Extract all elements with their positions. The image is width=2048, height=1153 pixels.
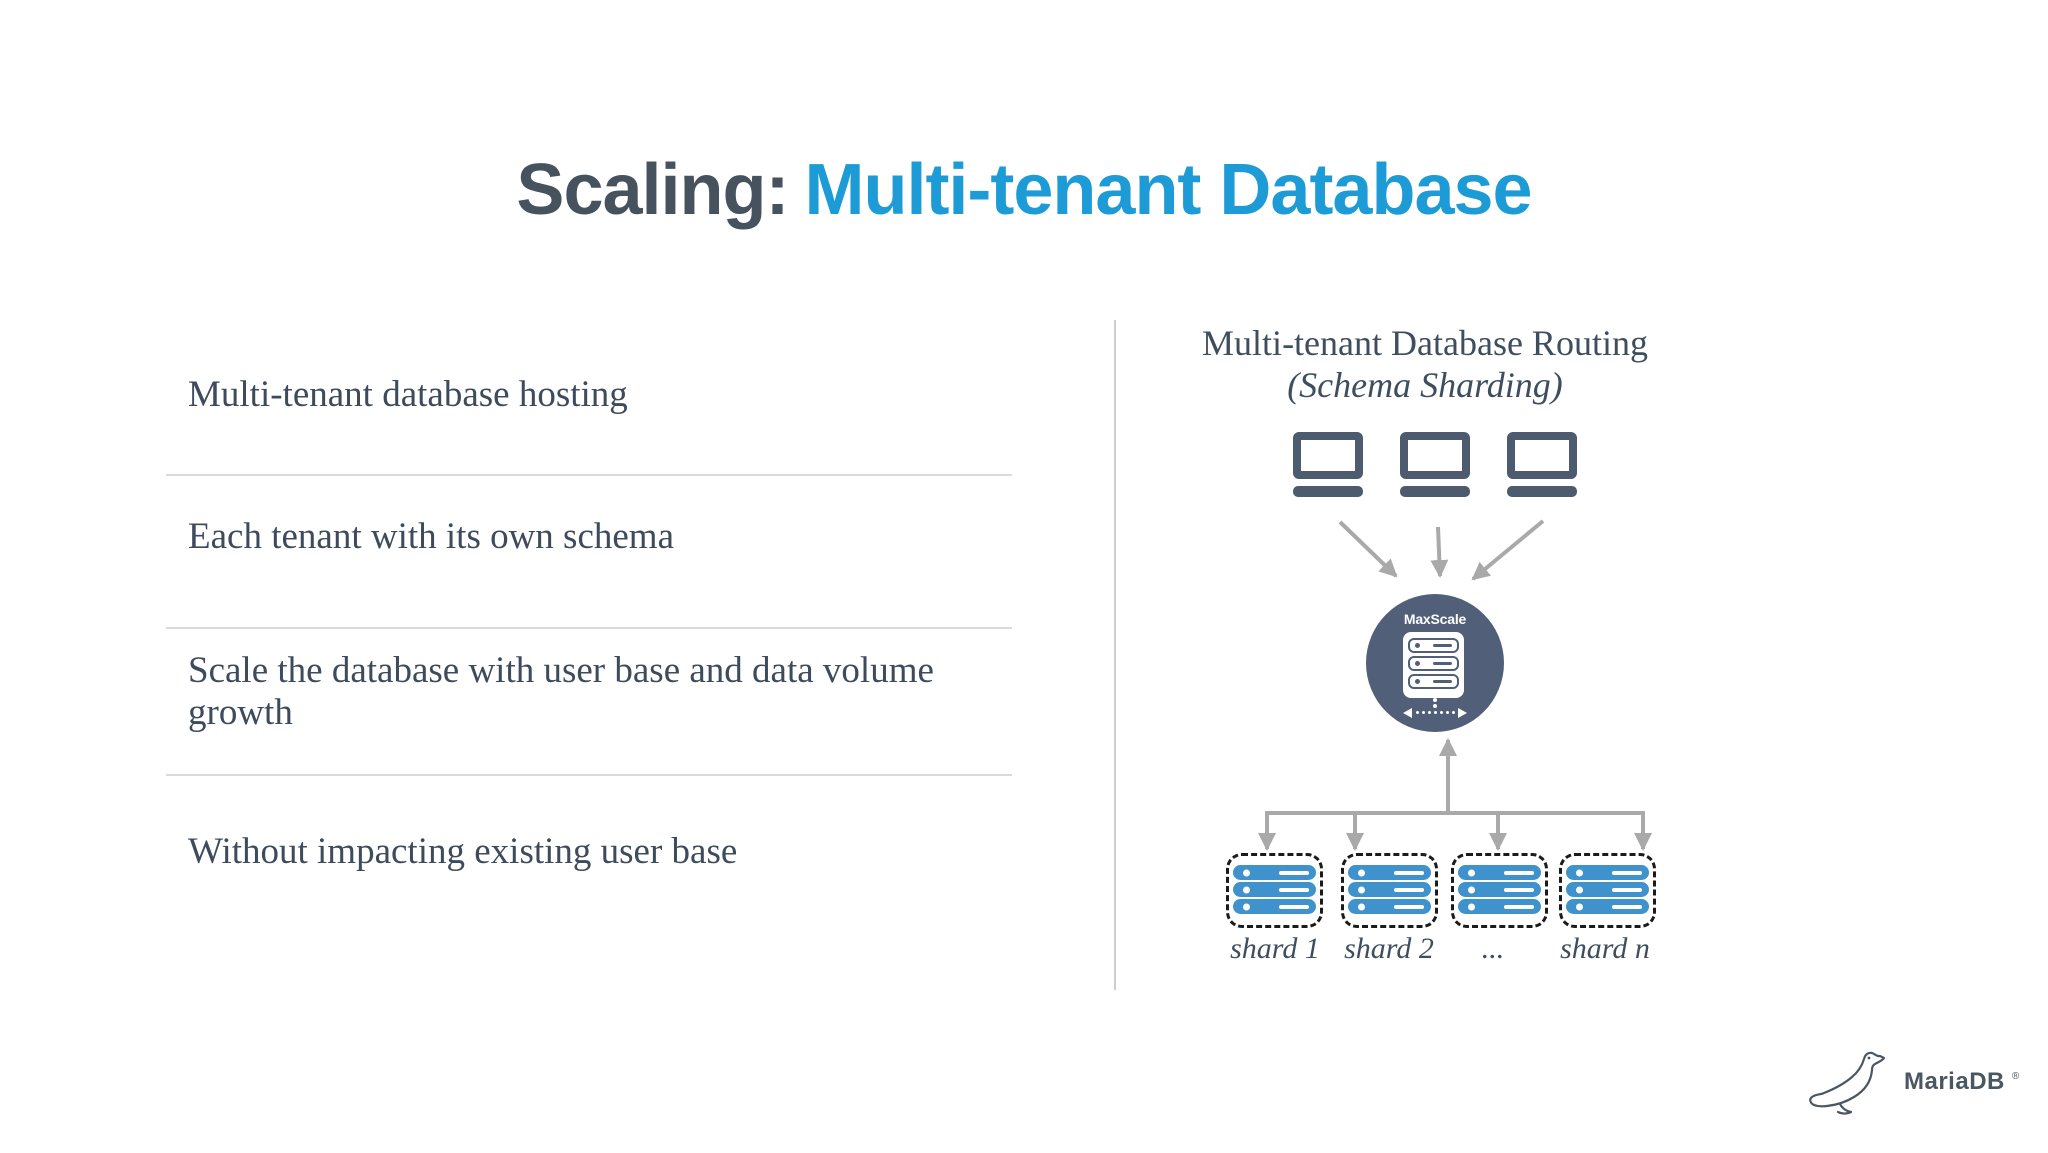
server-led-icon xyxy=(1243,869,1250,876)
server-led-icon xyxy=(1243,903,1250,910)
arrow-client2-to-router xyxy=(1430,526,1449,578)
diagram-heading-line1: Multi-tenant Database Routing xyxy=(1202,323,1648,363)
divider-line xyxy=(166,474,1012,476)
shard-label-2: shard 2 xyxy=(1344,932,1434,965)
server-slot xyxy=(1612,870,1642,875)
server-led-icon xyxy=(1358,903,1365,910)
arrow-right-icon xyxy=(1458,707,1467,718)
registered-mark: ® xyxy=(2011,1070,2020,1082)
server-row xyxy=(1408,656,1459,671)
client-laptop-icon xyxy=(1507,432,1577,497)
bidirectional-dotted-arrow-icon xyxy=(1403,707,1467,718)
server-slot xyxy=(1504,870,1534,875)
arrow-left-icon xyxy=(1403,707,1412,718)
title-prefix: Scaling: xyxy=(516,150,789,230)
server-led-icon xyxy=(1576,886,1583,893)
server-slot xyxy=(1394,904,1424,909)
server-led-icon xyxy=(1468,869,1475,876)
server-led-icon xyxy=(1415,661,1420,666)
server-bar xyxy=(1458,899,1541,914)
server-slot xyxy=(1504,887,1534,892)
server-slot xyxy=(1433,662,1452,665)
server-slot xyxy=(1433,644,1452,647)
diagram-heading: Multi-tenant Database Routing (Schema Sh… xyxy=(1125,322,1725,406)
server-led-icon xyxy=(1243,886,1250,893)
server-bar xyxy=(1348,899,1431,914)
laptop-screen xyxy=(1507,432,1577,479)
server-led-icon xyxy=(1415,679,1420,684)
shard-label-n: shard n xyxy=(1560,932,1650,965)
client-laptop-icon xyxy=(1293,432,1363,497)
laptop-screen xyxy=(1293,432,1363,479)
divider-line xyxy=(166,774,1012,776)
laptop-screen xyxy=(1400,432,1470,479)
server-slot xyxy=(1394,887,1424,892)
server-bar xyxy=(1233,882,1316,897)
shard-label-1: shard 1 xyxy=(1230,932,1320,965)
shard-node-1 xyxy=(1226,853,1323,928)
server-led-icon xyxy=(1468,903,1475,910)
server-bar xyxy=(1458,865,1541,880)
laptop-base xyxy=(1507,486,1577,497)
server-bar xyxy=(1233,865,1316,880)
page-title: Scaling:Multi-tenant Database xyxy=(0,150,2048,230)
server-row xyxy=(1408,674,1459,689)
diagram-heading-line2: (Schema Sharding) xyxy=(1287,365,1563,405)
mariadb-logo: MariaDB ® xyxy=(1806,1048,2020,1116)
server-bar xyxy=(1566,882,1649,897)
server-row xyxy=(1408,638,1459,653)
shard-node-3 xyxy=(1451,853,1548,928)
brand-wordmark: MariaDB xyxy=(1904,1068,2005,1095)
maxscale-label: MaxScale xyxy=(1403,611,1467,627)
laptop-base xyxy=(1400,486,1470,497)
title-highlight: Multi-tenant Database xyxy=(804,150,1532,230)
arrow-client3-to-router xyxy=(1471,519,1545,581)
server-slot xyxy=(1433,680,1452,683)
bullet-item-4: Without impacting existing user base xyxy=(188,831,738,872)
server-slot xyxy=(1279,887,1309,892)
vertical-divider xyxy=(1114,320,1116,990)
client-laptop-icon xyxy=(1400,432,1470,497)
server-stack-icon xyxy=(1403,632,1464,698)
server-slot xyxy=(1504,904,1534,909)
server-bar xyxy=(1233,899,1316,914)
server-led-icon xyxy=(1576,869,1583,876)
server-led-icon xyxy=(1358,869,1365,876)
shard-label-ellipsis: ... xyxy=(1481,932,1505,965)
server-slot xyxy=(1612,887,1642,892)
divider-line xyxy=(166,627,1012,629)
server-bar xyxy=(1458,882,1541,897)
server-slot xyxy=(1279,870,1309,875)
server-bar xyxy=(1566,899,1649,914)
server-led-icon xyxy=(1576,903,1583,910)
server-slot xyxy=(1612,904,1642,909)
server-bar xyxy=(1348,882,1431,897)
bullet-item-2: Each tenant with its own schema xyxy=(188,516,675,557)
arrow-client1-to-router xyxy=(1338,520,1398,578)
maxscale-router-node: MaxScale xyxy=(1366,594,1504,732)
shard-node-2 xyxy=(1341,853,1438,928)
server-led-icon xyxy=(1468,886,1475,893)
mariadb-seal-icon xyxy=(1809,1051,1886,1115)
server-slot xyxy=(1279,904,1309,909)
server-bar xyxy=(1348,865,1431,880)
laptop-base xyxy=(1293,486,1363,497)
server-bar xyxy=(1566,865,1649,880)
bullet-item-3: Scale the database with user base and da… xyxy=(188,650,934,733)
shard-node-n xyxy=(1559,853,1656,928)
dotted-line xyxy=(1415,711,1455,714)
bullet-item-1: Multi-tenant database hosting xyxy=(188,374,628,415)
server-slot xyxy=(1394,870,1424,875)
server-led-icon xyxy=(1415,643,1420,648)
server-led-icon xyxy=(1358,886,1365,893)
vertical-dots-icon xyxy=(1366,698,1504,708)
